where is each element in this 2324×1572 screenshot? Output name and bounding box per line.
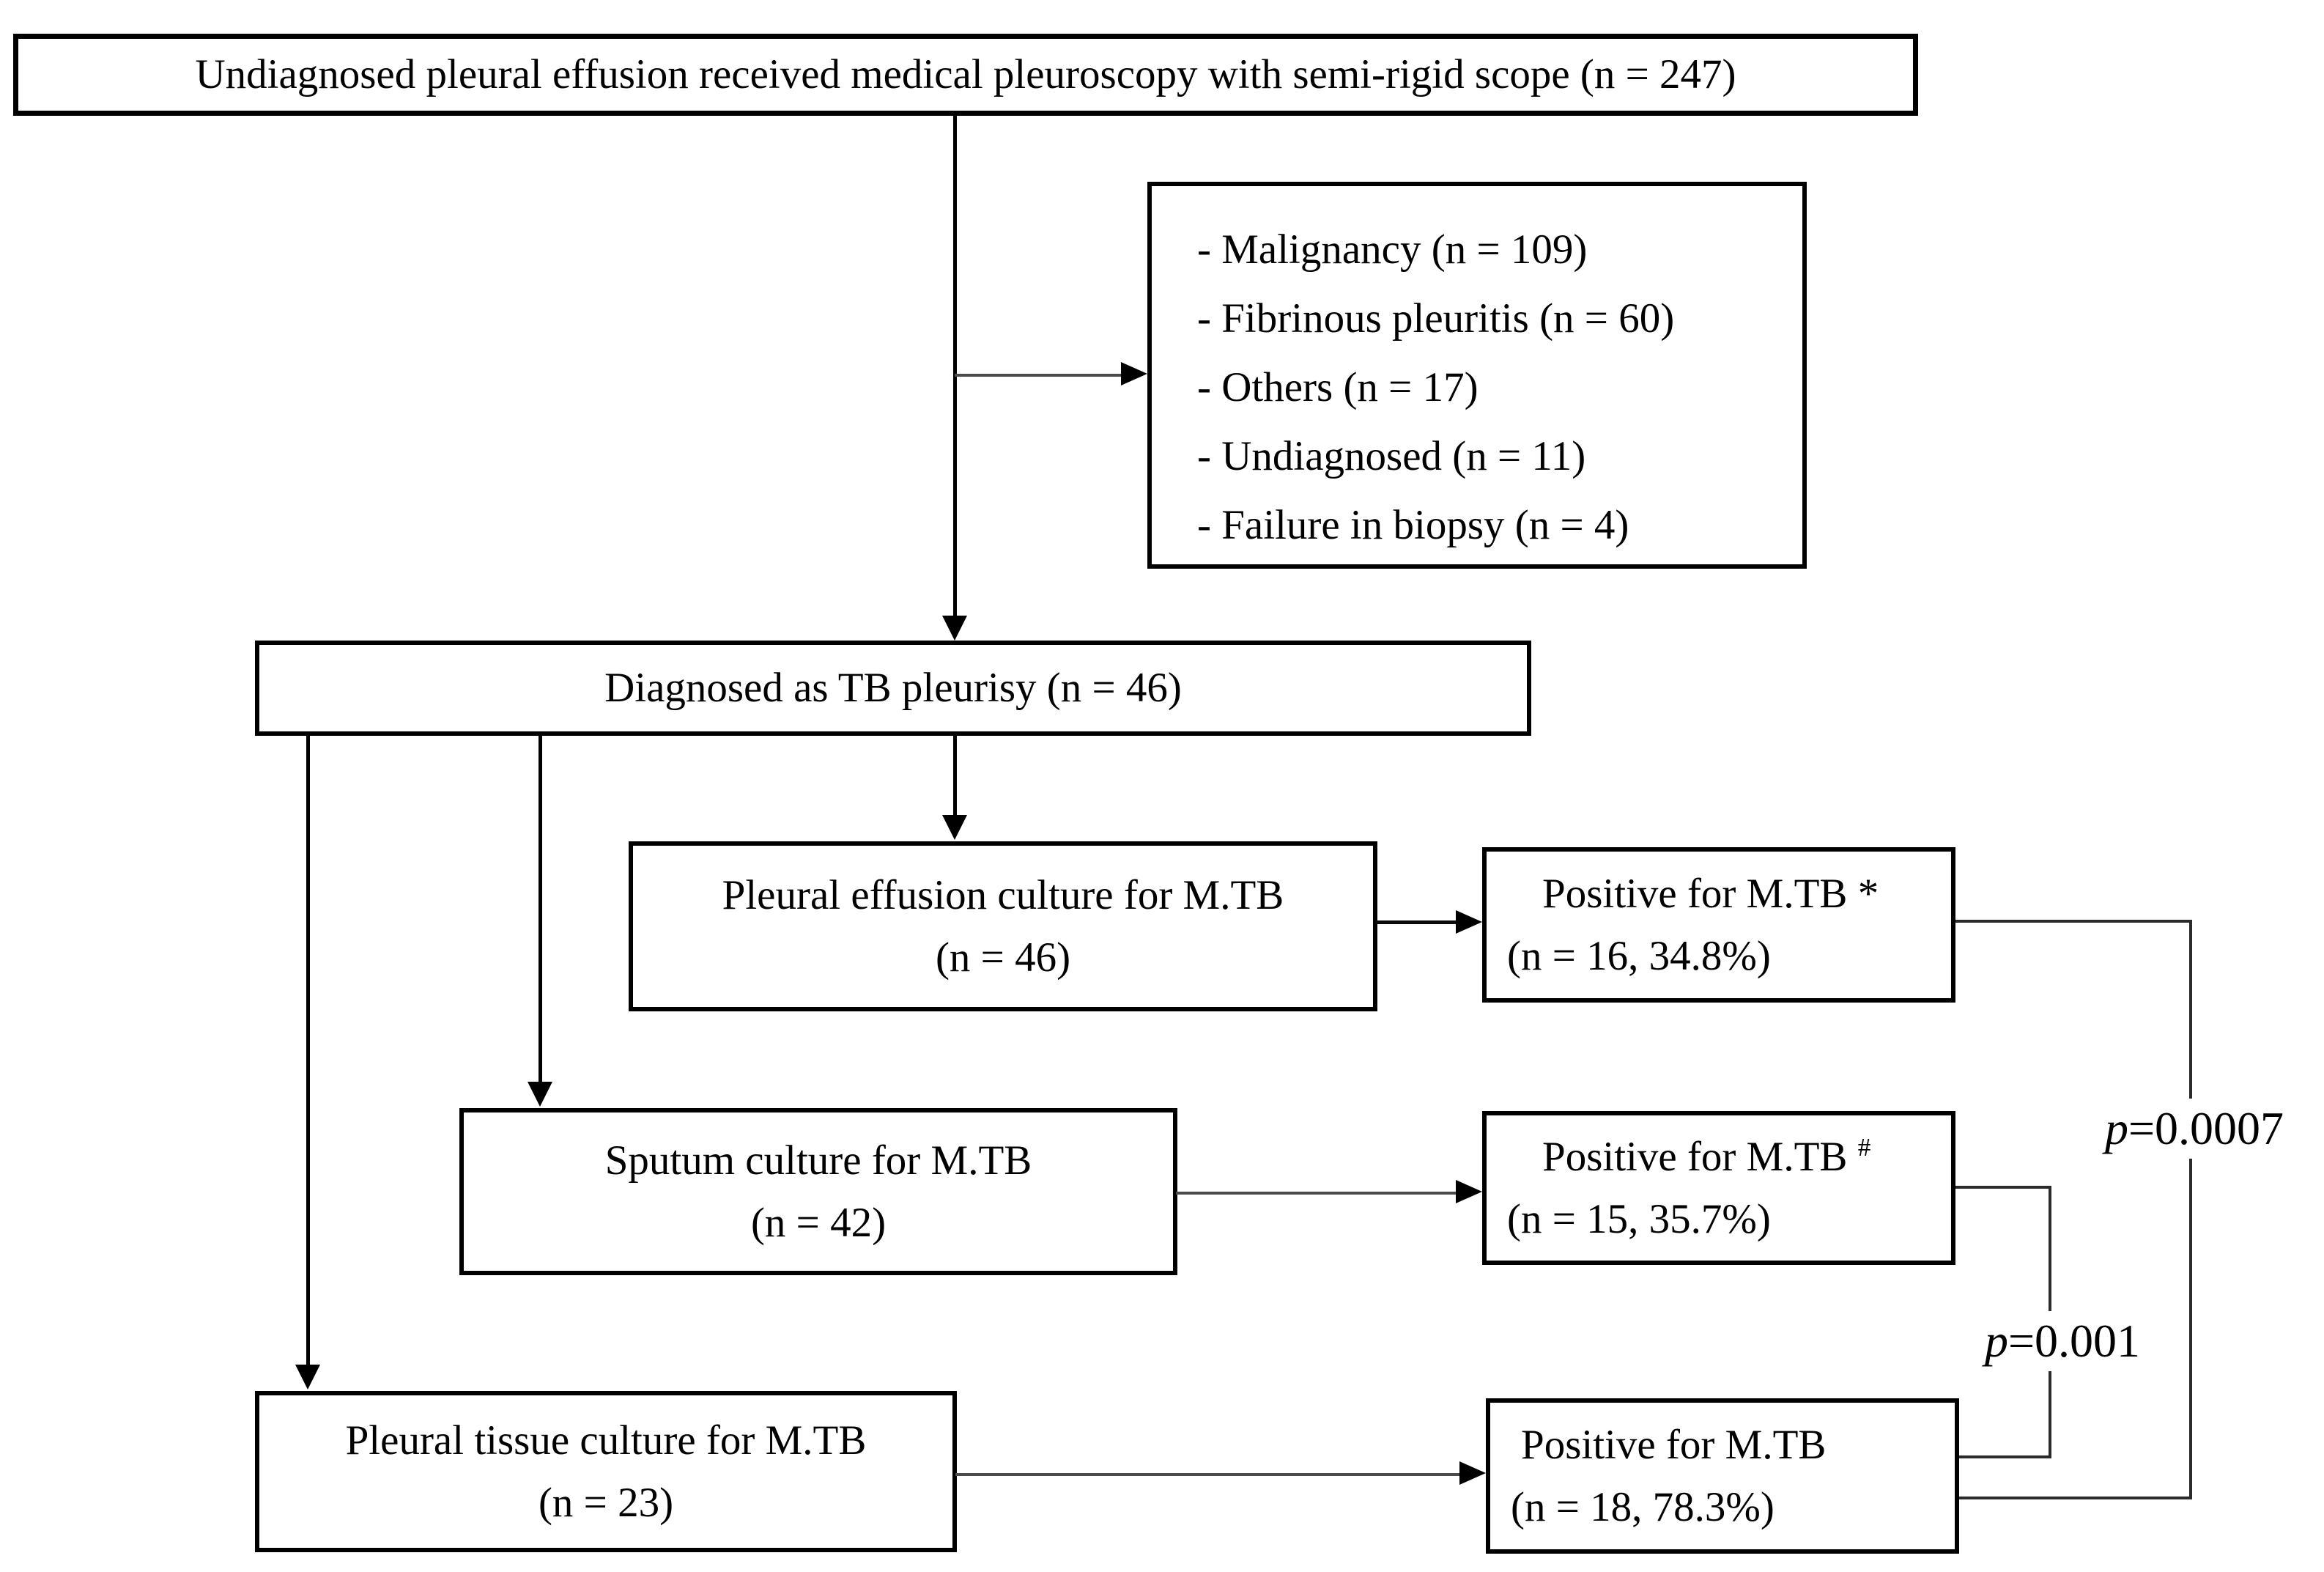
arrowhead-right-sputum-positive	[1456, 1180, 1482, 1203]
exclusion-item-fibrinous-pleuritis: - Fibrinous pleuritis (n = 60)	[1197, 295, 1675, 342]
bracket-p0007-vertical	[2189, 920, 2192, 1499]
connector-tb-to-tissue-culture	[306, 736, 310, 1365]
effusion-positive-label: Positive for M.TB	[1542, 870, 1848, 917]
box-tb-pleurisy: Diagnosed as TB pleurisy (n = 46)	[255, 641, 1531, 736]
box-tissue-culture: Pleural tissue culture for M.TB (n = 23)	[255, 1391, 957, 1552]
connector-tb-to-effusion-culture	[953, 736, 957, 815]
arrowhead-down-tissue-culture	[295, 1365, 320, 1390]
tissue-culture-line1: Pleural tissue culture for M.TB	[345, 1417, 867, 1464]
bracket-p0007-top-arm	[1955, 920, 2192, 923]
pleuroscopy-total-text: Undiagnosed pleural effusion received me…	[195, 51, 1736, 98]
exclusion-item-others: - Others (n = 17)	[1197, 364, 1479, 410]
sputum-positive-label: Positive for M.TB	[1542, 1133, 1848, 1180]
tissue-positive-line2: (n = 18, 78.3%)	[1511, 1484, 1775, 1530]
effusion-culture-line1: Pleural effusion culture for M.TB	[722, 871, 1284, 918]
box-effusion-positive: Positive for M.TB * (n = 16, 34.8%)	[1482, 847, 1955, 1003]
hash-marker: #	[1857, 1132, 1871, 1162]
sputum-positive-line1: Positive for M.TB #	[1542, 1126, 1870, 1189]
box-pleuroscopy-total: Undiagnosed pleural effusion received me…	[13, 34, 1918, 116]
exclusion-item-undiagnosed: - Undiagnosed (n = 11)	[1197, 433, 1586, 479]
box-tissue-positive: Positive for M.TB (n = 18, 78.3%)	[1486, 1398, 1959, 1554]
arrowhead-down-tb	[942, 616, 967, 641]
arrowhead-right-tissue-positive	[1459, 1461, 1486, 1485]
connector-total-to-tb	[953, 116, 957, 616]
connector-effusion-to-positive	[1376, 920, 1458, 924]
arrowhead-right-effusion-positive	[1456, 910, 1482, 934]
arrowhead-down-sputum-culture	[528, 1082, 552, 1107]
sputum-positive-line2: (n = 15, 35.7%)	[1507, 1196, 1771, 1242]
p-value-label-sputum-vs-tissue: p=0.001	[1971, 1311, 2154, 1371]
exclusion-item-biopsy-failure: - Failure in biopsy (n = 4)	[1197, 502, 1629, 548]
p-value-label-effusion-vs-tissue: p=0.0007	[2091, 1099, 2298, 1159]
connector-to-exclusions	[955, 374, 1121, 377]
box-sputum-culture: Sputum culture for M.TB (n = 42)	[459, 1108, 1177, 1275]
box-effusion-culture: Pleural effusion culture for M.TB (n = 4…	[629, 841, 1377, 1011]
box-exclusions: - Malignancy (n = 109) - Fibrinous pleur…	[1147, 182, 1807, 569]
tissue-culture-line2: (n = 23)	[538, 1480, 674, 1526]
connector-tissue-to-positive	[955, 1473, 1461, 1476]
bracket-p001-bottom-arm	[1959, 1455, 2051, 1458]
bracket-p001-top-arm	[1955, 1186, 2051, 1189]
p-symbol: p	[2104, 1102, 2128, 1154]
effusion-positive-line2: (n = 16, 34.8%)	[1507, 933, 1771, 979]
connector-sputum-to-positive	[1176, 1192, 1457, 1195]
exclusion-item-malignancy: - Malignancy (n = 109)	[1197, 226, 1588, 273]
effusion-culture-line2: (n = 46)	[935, 934, 1071, 981]
arrowhead-down-effusion-culture	[942, 815, 967, 840]
tissue-positive-line1: Positive for M.TB	[1521, 1421, 1827, 1468]
sputum-culture-line2: (n = 42)	[750, 1200, 887, 1246]
effusion-positive-line1: Positive for M.TB *	[1542, 863, 1879, 926]
p-number: =0.0007	[2128, 1102, 2284, 1154]
sputum-culture-line1: Sputum culture for M.TB	[604, 1137, 1032, 1184]
p-number: =0.001	[2007, 1315, 2141, 1367]
box-sputum-positive: Positive for M.TB # (n = 15, 35.7%)	[1482, 1111, 1955, 1265]
connector-tb-to-sputum-culture	[539, 736, 542, 1082]
p-symbol: p	[1984, 1315, 2008, 1367]
asterisk-marker: *	[1857, 870, 1879, 917]
arrowhead-right-exclusions	[1121, 362, 1147, 385]
bracket-p0007-bottom-arm	[1959, 1497, 2192, 1499]
tb-pleurisy-text: Diagnosed as TB pleurisy (n = 46)	[604, 665, 1182, 712]
